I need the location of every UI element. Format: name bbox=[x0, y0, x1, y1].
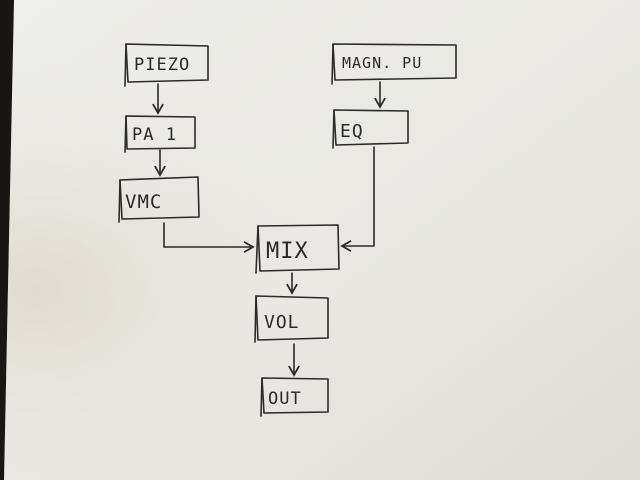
block-piezo: PIEZO bbox=[124, 43, 209, 87]
arrow-vmc-to-mix bbox=[163, 222, 255, 253]
block-out-label: OUT bbox=[268, 389, 302, 409]
block-vol-label: VOL bbox=[264, 312, 300, 333]
block-mix: MIX bbox=[255, 224, 340, 274]
block-pa1-label: PA 1 bbox=[132, 125, 177, 145]
arrow-eq-to-mix bbox=[340, 146, 375, 252]
block-eq-label: EQ bbox=[340, 121, 364, 142]
block-magn-pu: MAGN. PU bbox=[331, 43, 457, 85]
block-mix-label: MIX bbox=[266, 239, 309, 264]
block-eq: EQ bbox=[332, 109, 409, 149]
block-piezo-label: PIEZO bbox=[134, 55, 190, 75]
paper-shadow bbox=[4, 0, 640, 480]
block-out: OUT bbox=[260, 377, 329, 417]
block-magn-pu-label: MAGN. PU bbox=[342, 54, 422, 72]
block-vmc-label: VMC bbox=[125, 191, 162, 213]
block-vol: VOL bbox=[254, 295, 329, 343]
block-vmc: VMC bbox=[118, 176, 200, 223]
block-pa1: PA 1 bbox=[124, 115, 196, 153]
